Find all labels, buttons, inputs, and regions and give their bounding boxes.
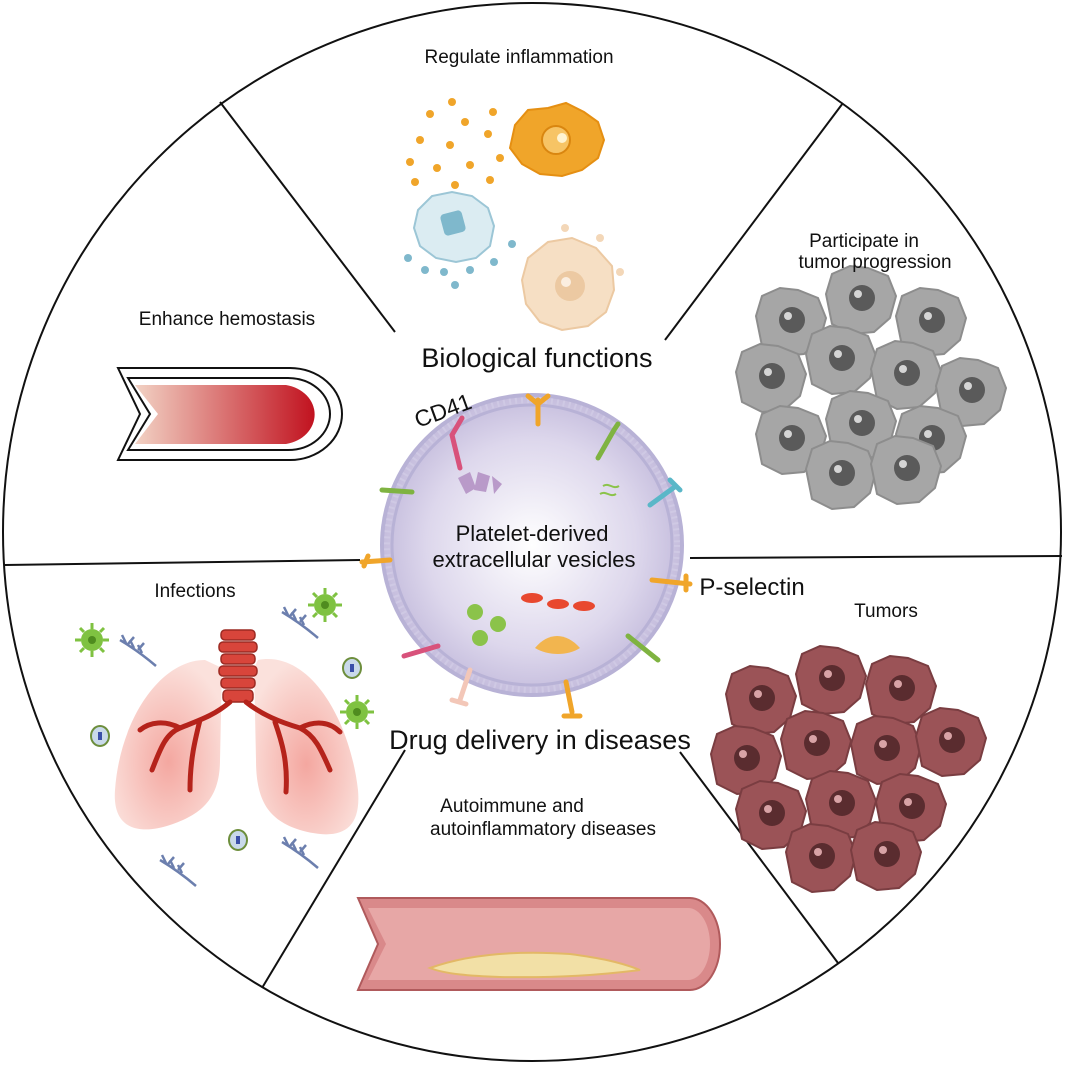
artery-illustration: [356, 897, 721, 991]
inflammation-illustration: [404, 98, 624, 332]
infections-illustration: [73, 586, 376, 888]
lung-left: [114, 660, 222, 830]
marker-p-selectin: P-selectin: [699, 574, 804, 601]
cargo-proteins: [458, 472, 502, 494]
cargo-rna: [599, 483, 620, 497]
trachea: [218, 629, 258, 703]
label-tumor-progression-line1: Participate in: [809, 231, 919, 252]
label-autoimmune-line2: autoinflammatory diseases: [430, 819, 656, 840]
label-infections: Infections: [154, 581, 235, 602]
lung-right: [254, 659, 359, 835]
section-header-biological-functions: Biological functions: [421, 343, 652, 373]
bronchi: [137, 699, 343, 795]
vesicle-title-line1: Platelet-derived: [456, 521, 609, 546]
cytokine-dots-blue: [404, 240, 516, 289]
hemostasis-vessel: [116, 367, 343, 461]
section-header-drug-delivery: Drug delivery in diseases: [389, 725, 691, 755]
label-tumors: Tumors: [854, 601, 918, 622]
label-enhance-hemostasis: Enhance hemostasis: [139, 309, 315, 330]
platelet-vesicle: [380, 393, 684, 697]
vesicle-title-line2: extracellular vesicles: [433, 547, 636, 572]
label-regulate-inflammation: Regulate inflammation: [424, 47, 613, 68]
cd41-receptor: [449, 415, 465, 471]
membrane-receptors: [359, 393, 693, 719]
cargo-green-spheres: [467, 604, 506, 646]
label-autoimmune-line1: Autoimmune and: [440, 796, 584, 817]
cytokine-dots-orange: [406, 98, 504, 189]
cargo-orange-organelle: [535, 636, 580, 654]
label-tumor-progression-line2: tumor progression: [798, 252, 951, 273]
p-selectin-receptor: [649, 573, 693, 593]
cargo-red-droplets: [521, 593, 595, 611]
